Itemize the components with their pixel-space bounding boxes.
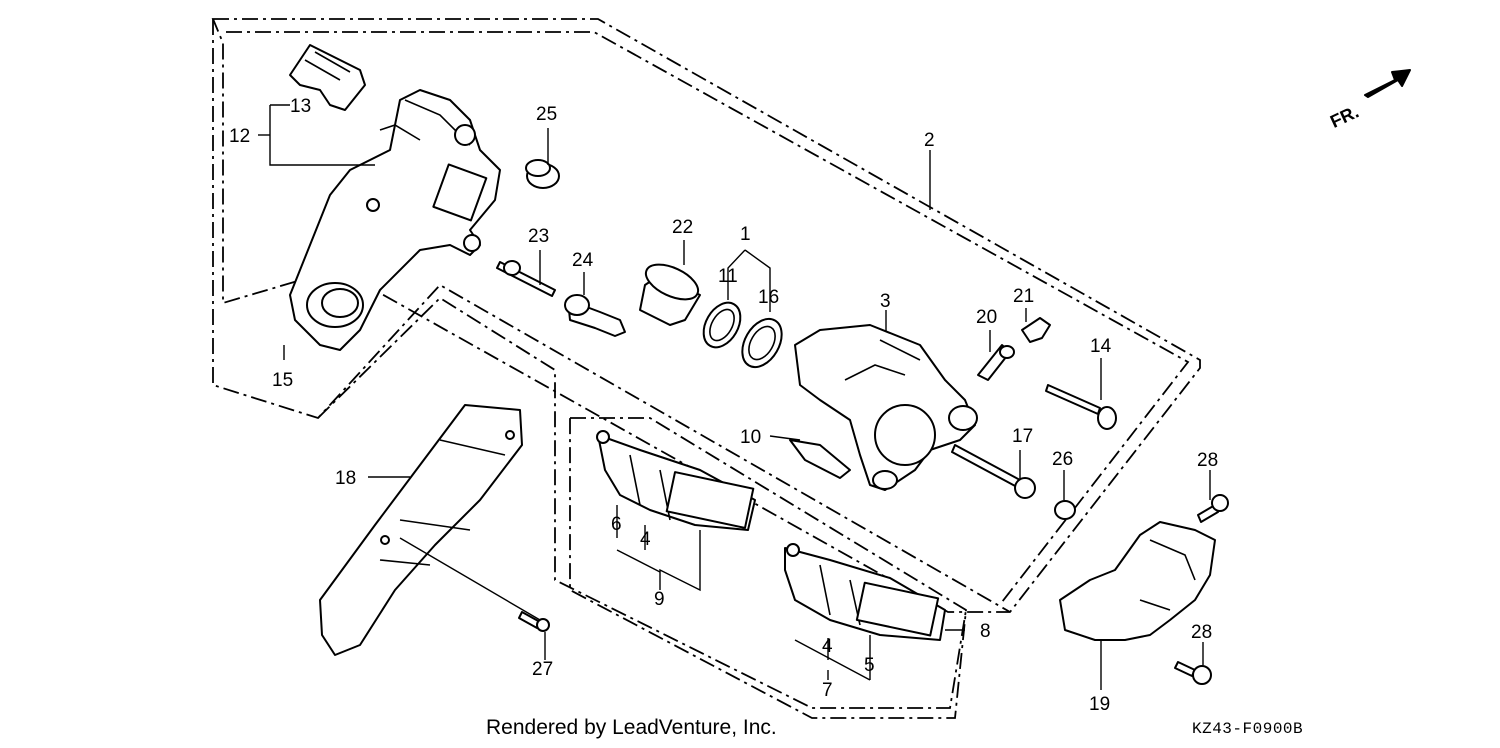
- diagram-code: KZ43-F0900B: [1192, 720, 1304, 738]
- caliper-guard: [319, 404, 523, 656]
- bolt-28-lower: [1174, 661, 1212, 685]
- screw-27: [518, 611, 550, 632]
- caliper-body: [794, 324, 978, 491]
- group-outline-pad-set: [317, 296, 967, 719]
- render-credit: Rendered by LeadVenture, Inc.: [486, 716, 777, 739]
- callout-4a: 4: [640, 529, 651, 550]
- piston: [639, 263, 701, 326]
- callout-26: 26: [1052, 449, 1073, 470]
- callout-27: 27: [532, 659, 553, 680]
- callout-23: 23: [528, 226, 549, 247]
- callout-14: 14: [1090, 336, 1112, 357]
- callout-24: 24: [572, 250, 594, 271]
- callout-28a: 28: [1197, 450, 1218, 471]
- caliper-bracket: [289, 89, 501, 351]
- bleeder-valve: [977, 344, 1015, 381]
- callout-20: 20: [976, 307, 997, 328]
- callout-15: 15: [272, 370, 293, 391]
- bleeder-cap: [1021, 317, 1051, 343]
- slide-pin-24: [564, 294, 626, 337]
- leader-lines: [258, 104, 1211, 690]
- callout-9: 9: [654, 589, 665, 610]
- callout-labels: 1 2 3 4 4 5 6 7 8 9 10 11 12 13 14 15 16…: [229, 96, 1218, 715]
- front-direction-indicator: FR.: [1327, 69, 1411, 132]
- pad-retainer: [789, 439, 851, 479]
- callout-4b: 4: [822, 636, 833, 657]
- piston-seal: [702, 301, 742, 349]
- pad-set-lower: [784, 543, 946, 641]
- callout-6: 6: [611, 514, 622, 535]
- direction-label: FR.: [1327, 101, 1362, 131]
- callout-12: 12: [229, 126, 250, 147]
- callout-5: 5: [864, 655, 875, 676]
- callout-2: 2: [924, 130, 935, 151]
- pad-pin-17: [951, 444, 1036, 499]
- callout-25: 25: [536, 104, 557, 125]
- callout-3: 3: [880, 291, 891, 312]
- pad-set-upper: [596, 430, 756, 531]
- callout-13: 13: [290, 96, 311, 117]
- plug-26: [1054, 500, 1076, 520]
- callout-21: 21: [1013, 286, 1034, 307]
- dust-seal: [741, 317, 783, 369]
- pad-spring: [289, 44, 366, 111]
- pin-23: [496, 260, 556, 297]
- callout-18: 18: [335, 468, 356, 489]
- bolt-28-upper: [1197, 494, 1229, 523]
- callout-8: 8: [980, 621, 991, 642]
- pin-bolt-14: [1045, 384, 1117, 430]
- callout-11: 11: [718, 266, 738, 287]
- callout-22: 22: [672, 217, 693, 238]
- callout-19: 19: [1089, 694, 1110, 715]
- bolt-25: [525, 159, 560, 189]
- callout-7: 7: [822, 680, 833, 701]
- callout-1: 1: [740, 224, 751, 245]
- callout-10: 10: [740, 427, 761, 448]
- callout-16: 16: [758, 287, 779, 308]
- callout-28b: 28: [1191, 622, 1212, 643]
- callout-17: 17: [1012, 426, 1033, 447]
- bracket-guard: [1059, 521, 1216, 641]
